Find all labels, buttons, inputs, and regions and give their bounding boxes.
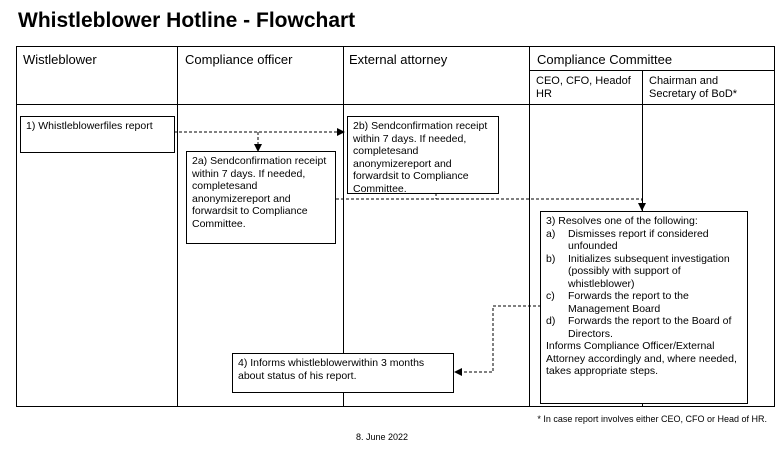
option-item: b)Initializes subsequent investigation (… xyxy=(546,252,730,290)
step-3-intro: 3) Resolves one of the following: xyxy=(546,215,698,227)
swimlane-frame xyxy=(16,46,775,407)
date-label: 8. June 2022 xyxy=(356,432,409,442)
step-2b-box: 2b) Sendconfirmation receipt within 7 da… xyxy=(347,116,499,195)
lane-header-compliance-officer: Compliance officer xyxy=(185,52,293,67)
step-1-box: 1) Whistleblowerfiles report xyxy=(20,116,175,153)
arrow-2a-to-3 xyxy=(336,198,646,211)
option-item: d)Forwards the report to the Board of Di… xyxy=(546,315,732,340)
header-bottom-line xyxy=(16,104,775,105)
step-2a-text: 2a) Sendconfirmation receipt within 7 da… xyxy=(192,155,327,230)
step-3-box: 3) Resolves one of the following: a)Dism… xyxy=(540,211,748,404)
step-4-text: 4) Informs whistleblowerwithin 3 months … xyxy=(238,357,425,382)
lane-divider xyxy=(529,46,530,407)
option-item: a)Dismisses report if considered unfound… xyxy=(546,227,709,253)
step-2b-text: 2b) Sendconfirmation receipt within 7 da… xyxy=(353,120,488,195)
lane-divider xyxy=(343,46,344,407)
option-item: c)Forwards the report to the Management … xyxy=(546,290,689,315)
lane-header-compliance-committee: Compliance Committee xyxy=(537,52,673,67)
lane-divider xyxy=(177,46,178,407)
header-divider xyxy=(529,70,775,71)
lane-header-whistleblower: Wistleblower xyxy=(23,52,97,67)
page-title: Whistleblower Hotline - Flowchart xyxy=(18,9,356,32)
step-3-outro: Informs Compliance Officer/External Atto… xyxy=(546,340,737,377)
arrow-3-to-4 xyxy=(454,305,541,376)
step-3-options: a)Dismisses report if considered unfound… xyxy=(546,228,742,341)
step-2a-box: 2a) Sendconfirmation receipt within 7 da… xyxy=(186,151,336,244)
sublane-header-ceo-cfo-hr: CEO, CFO, Headof HR xyxy=(536,75,631,100)
lane-header-external-attorney: External attorney xyxy=(349,52,448,67)
footnote: * In case report involves either CEO, CF… xyxy=(537,414,767,424)
step-1-text: 1) Whistleblowerfiles report xyxy=(26,120,153,132)
sublane-header-chairman: Chairman and Secretary of BoD* xyxy=(649,75,738,100)
step-4-box: 4) Informs whistleblowerwithin 3 months … xyxy=(232,353,454,393)
